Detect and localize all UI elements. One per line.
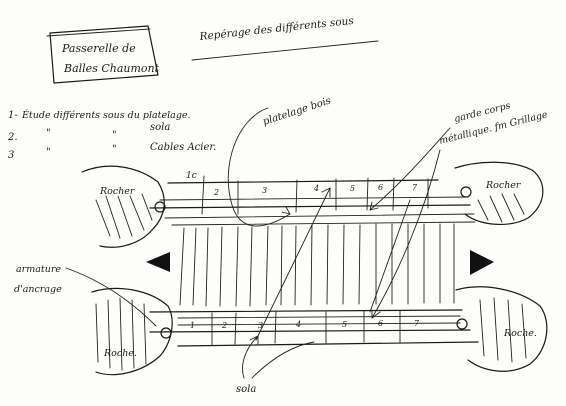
list-2-ditto-2: " (112, 130, 117, 141)
top-band-first: 1c (186, 171, 197, 181)
top-band-num-7: 7 (412, 183, 418, 192)
rocher-tl-label: Rocher (99, 186, 136, 197)
list-3-ditto-2: " (112, 144, 117, 155)
roche-bl-label: Roche. (103, 348, 137, 359)
bottom-beam: 1 2 3 4 5 6 7 (149, 309, 479, 347)
bottom-band-num-5: 5 (342, 320, 347, 329)
armature-label-1: armature (16, 264, 61, 275)
list-3-text: Cables Acier. (150, 142, 216, 153)
list-1-num: 1- (8, 110, 18, 121)
top-band-num-2: 2 (213, 188, 219, 197)
garde-corps-callout: garde corps métallique. fm Grillage (369, 100, 549, 319)
anchor-point-tl (154, 201, 166, 213)
bottom-band-num-2: 2 (221, 321, 227, 330)
deck-slats (179, 223, 455, 307)
bottom-band-num-6: 6 (378, 319, 383, 328)
rock-top-right: Rocher (454, 161, 544, 225)
study-list: 1- Étude différents sous du platelage. 2… (7, 109, 216, 161)
left-triangle (146, 252, 170, 272)
list-3-num: 3 (8, 150, 14, 161)
sola-callout: sola (236, 335, 315, 395)
anchor-point-br (456, 318, 468, 330)
rock-bottom-right: Roche. (455, 286, 548, 372)
right-triangle (470, 250, 494, 275)
top-band-num-4: 4 (313, 184, 319, 193)
title-box: Passerelle de Balles Chaumont (46, 25, 160, 84)
list-2-text: sola (150, 122, 170, 133)
bottom-band-num-3: 3 (258, 321, 263, 330)
anchor-point-tr (460, 186, 472, 198)
top-band-num-6: 6 (378, 183, 383, 192)
title-line-1: Passerelle de (61, 42, 136, 55)
direction-triangles (146, 250, 494, 275)
list-2-ditto-1: " (46, 128, 51, 139)
armature-label-2: d'ancrage (14, 284, 62, 295)
roche-br-label: Roche. (503, 328, 537, 339)
top-band-num-3: 3 (262, 186, 267, 195)
bottom-band-num-1: 1 (190, 321, 195, 330)
title-line-2: Balles Chaumont (63, 62, 160, 75)
rock-top-left: Rocher (81, 165, 166, 248)
sola-label: sola (236, 384, 256, 395)
bottom-band-num-7: 7 (414, 319, 420, 328)
top-beam: 1c 2 3 4 5 6 7 (149, 171, 476, 226)
list-3-ditto-1: " (46, 147, 51, 158)
list-2-num: 2. (7, 132, 18, 143)
anchor-point-bl (160, 327, 172, 339)
bottom-band-num-4: 4 (295, 320, 301, 329)
top-band-num-5: 5 (350, 184, 355, 193)
platelage-label: platelage bois (262, 95, 333, 127)
list-1-text: Étude différents sous du platelage. (21, 109, 191, 121)
header-text: Repérage des différents sous (198, 15, 355, 43)
header: Repérage des différents sous (191, 15, 379, 61)
rocher-tr-label: Rocher (485, 180, 522, 191)
rock-bottom-left: Roche. (91, 287, 173, 376)
deck-arrows (255, 187, 411, 341)
armature-callout: armature d'ancrage (14, 264, 157, 327)
